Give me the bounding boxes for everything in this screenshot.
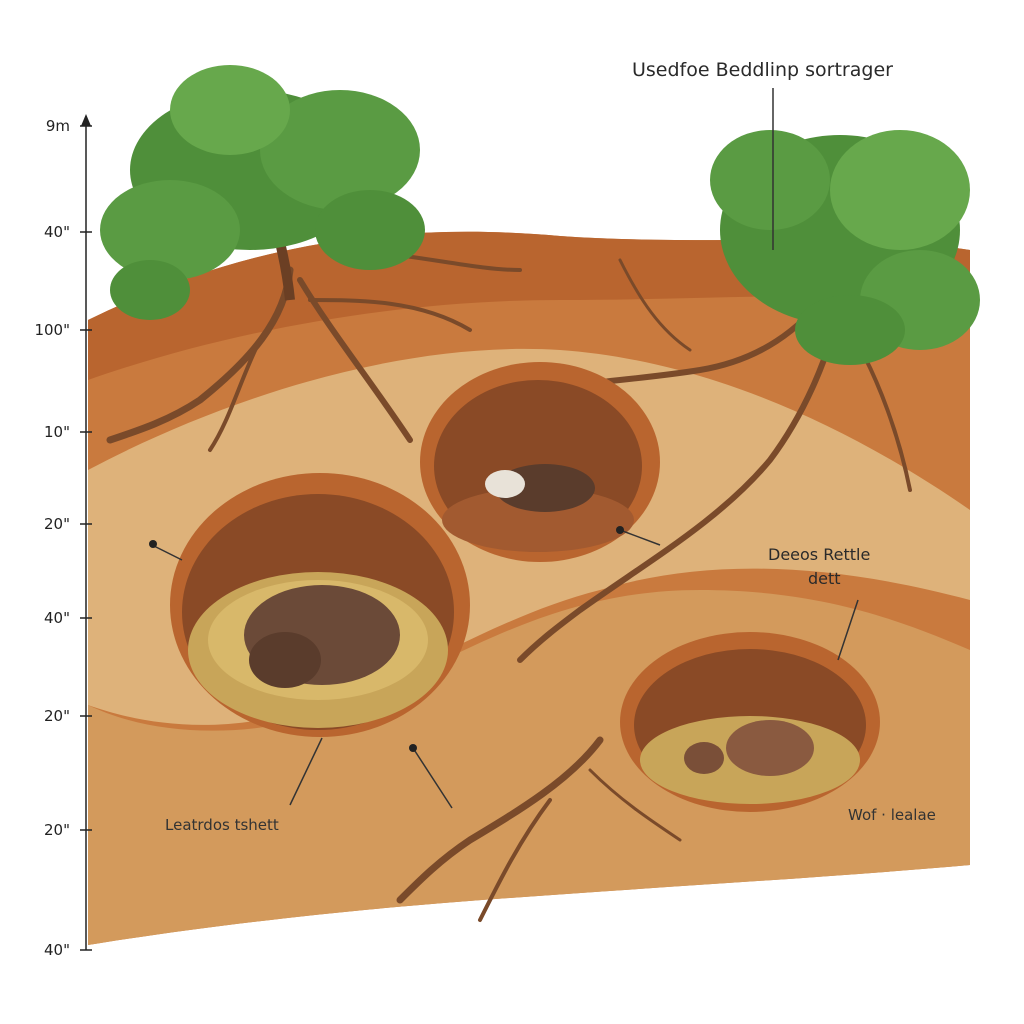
tree-left [100, 65, 425, 320]
axis-tick-label: 9m [46, 117, 70, 135]
label-bottom-right: Wof · lealae [848, 806, 936, 824]
depth-axis [81, 114, 91, 950]
burrow-sleeping-den [170, 473, 470, 737]
label-top-right: Usedfoe Beddlinp sortrager [632, 59, 893, 81]
label-middle-right-2: dett [808, 569, 841, 588]
cub-small [684, 742, 724, 774]
callout-lines [149, 88, 859, 809]
cub-large [726, 720, 814, 776]
axis-tick-label: 40" [44, 609, 70, 627]
depth-axis-ticks: 9m 40" 100" 10" 20" 40" 20" 20" 40" [34, 117, 92, 959]
label-middle-right-1: Deeos Rettle [768, 545, 870, 564]
burrow-upper-chamber [420, 362, 660, 562]
tree-right [710, 130, 980, 365]
axis-tick-label: 10" [44, 423, 70, 441]
axis-tick-label: 20" [44, 707, 70, 725]
axis-tick-label: 20" [44, 515, 70, 533]
axis-tick-label: 20" [44, 821, 70, 839]
burrow-nursery [620, 632, 880, 812]
axis-tick-label: 40" [44, 941, 70, 959]
axis-tick-label: 40" [44, 223, 70, 241]
axis-tick-label: 100" [34, 321, 70, 339]
callout-dots [149, 526, 624, 752]
label-bottom-left: Leatrdos tshett [165, 816, 279, 834]
